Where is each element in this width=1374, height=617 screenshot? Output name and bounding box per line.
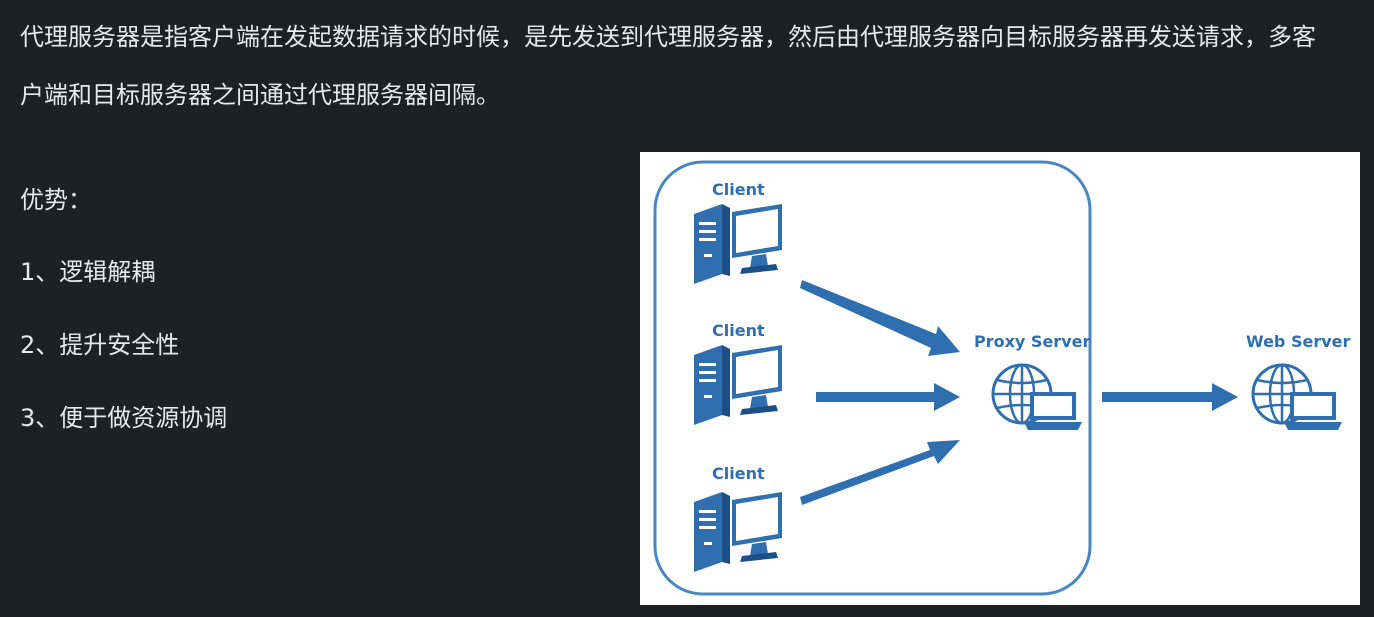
intro-paragraph: 代理服务器是指客户端在发起数据请求的时候，是先发送到代理服务器，然后由代理服务器… <box>20 23 1316 109</box>
globe-laptop-icon <box>991 363 1084 432</box>
computer-tower-icon <box>694 204 782 284</box>
advantage-item-1: 1、逻辑解耦 <box>20 258 156 286</box>
client-label-2: Client <box>712 321 765 340</box>
arrow-icon <box>1102 383 1238 411</box>
advantage-item-3: 3、便于做资源协调 <box>20 404 228 432</box>
advantages-title: 优势： <box>20 186 92 214</box>
client-group-border <box>653 160 1092 596</box>
globe-laptop-icon <box>1251 363 1344 432</box>
proxy-diagram-svg: Client Client Client Proxy Server Web Se… <box>653 160 1351 596</box>
client-label-3: Client <box>712 464 765 483</box>
proxy-server-label: Proxy Server <box>974 332 1090 351</box>
web-server-label: Web Server <box>1246 332 1351 351</box>
computer-tower-icon <box>694 492 782 572</box>
proxy-diagram: Client Client Client Proxy Server Web Se… <box>640 152 1360 605</box>
computer-tower-icon <box>694 345 782 425</box>
advantage-item-2: 2、提升安全性 <box>20 331 180 359</box>
client-label-1: Client <box>712 180 765 199</box>
advantages-list: 1、逻辑解耦 2、提升安全性 3、便于做资源协调 <box>20 252 227 471</box>
arrow-icon <box>800 440 960 505</box>
arrow-icon <box>800 280 960 356</box>
arrow-icon <box>816 383 960 411</box>
